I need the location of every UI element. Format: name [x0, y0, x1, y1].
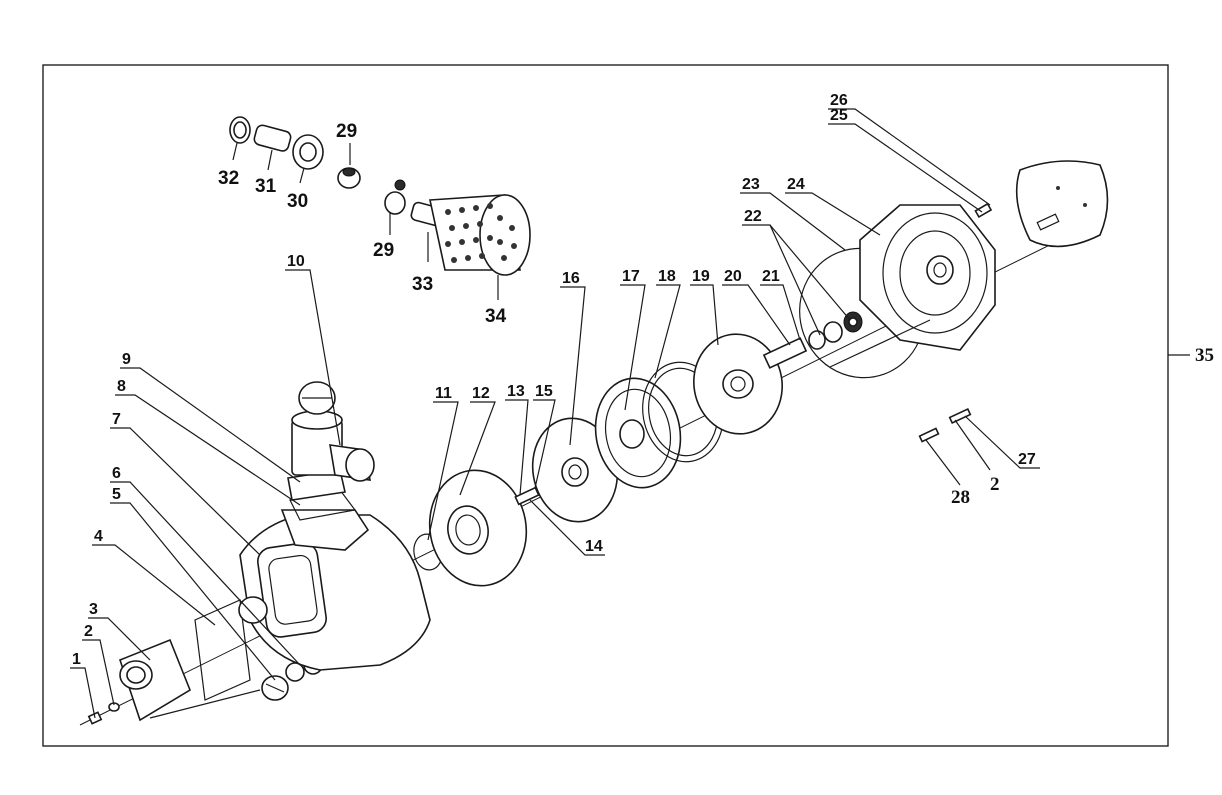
leader-22b: [769, 224, 851, 321]
label-4: 4: [94, 528, 103, 545]
shaft-sleeve-part-20: [762, 337, 808, 369]
mount-plate-part-35: [1015, 160, 1109, 248]
label-19: 19: [692, 268, 710, 285]
label-35: 35: [1195, 345, 1214, 366]
leader-16: [560, 286, 586, 446]
hose-nipple-part-31: [253, 124, 292, 152]
leader-27: [964, 415, 1040, 469]
leader-17: [620, 284, 646, 411]
leader-32: [232, 142, 238, 161]
drain-plug-part-5: [261, 675, 289, 701]
leader-18: [654, 284, 681, 379]
label-34: 34: [485, 306, 507, 327]
label-33: 33: [412, 274, 433, 295]
label-32: 32: [218, 168, 239, 189]
leader-14: [529, 499, 605, 556]
pump-housing-part-7: [238, 509, 431, 671]
gasket-part-4: [194, 599, 251, 701]
bolt-part-27: [948, 407, 972, 425]
label-6: 6: [112, 465, 121, 482]
label-2: 2: [84, 623, 93, 640]
label-8: 8: [117, 378, 126, 395]
label-16: 16: [562, 270, 580, 287]
back-plate-part-24: [859, 204, 996, 351]
hose-clamp-part-29a: [337, 167, 361, 189]
label-24: 24: [787, 176, 805, 193]
leader-12: [459, 401, 496, 496]
leader-19: [690, 284, 719, 346]
leader-3: [88, 617, 151, 661]
leader-26: [828, 108, 991, 206]
leader-31: [267, 149, 273, 171]
strainer-part-34: [429, 194, 531, 276]
leader-13: [505, 399, 529, 496]
leader-axis-right: [829, 319, 931, 368]
label-20: 20: [724, 268, 742, 285]
label-3: 3: [89, 601, 98, 618]
leader-21: [760, 284, 801, 341]
hose-clamp-part-29b: [384, 179, 406, 215]
label-29a: 29: [336, 121, 357, 142]
label-7: 7: [112, 411, 121, 428]
coupling-part-30: [292, 134, 324, 170]
leader-axis-left: [149, 689, 261, 719]
label-29b: 29: [373, 240, 394, 261]
label-5: 5: [112, 486, 121, 503]
label-9: 9: [122, 351, 131, 368]
leader-2: [82, 639, 115, 706]
leader-22a: [742, 224, 821, 336]
label-25: 25: [830, 107, 848, 124]
clamp-part-32: [229, 116, 251, 144]
label-30: 30: [287, 191, 308, 212]
impeller-part-17: [594, 377, 682, 489]
label-10: 10: [287, 253, 305, 270]
leader-10: [285, 269, 341, 446]
leader-30: [299, 167, 305, 184]
screw-part-14: [514, 486, 540, 506]
bolt-part-28: [918, 427, 940, 443]
label-13: 13: [507, 383, 525, 400]
label-11: 11: [435, 385, 452, 402]
label-12: 12: [472, 385, 490, 402]
outlet-elbow-part-10: [291, 381, 375, 482]
disc-part-19: [693, 333, 783, 435]
leader-23: [740, 192, 846, 251]
label-28: 28: [951, 487, 970, 508]
flange-cover-part-3: [119, 638, 191, 722]
leader-6: [110, 481, 301, 666]
leader-15: [533, 399, 556, 489]
leader-7: [110, 427, 261, 556]
leader-2b: [954, 419, 991, 471]
label-22: 22: [744, 208, 762, 225]
label-23: 23: [742, 176, 760, 193]
leader-25: [828, 123, 983, 213]
label-15: 15: [535, 383, 553, 400]
diagram-frame: [42, 64, 1169, 747]
label-1: 1: [72, 651, 81, 668]
leader-11: [427, 401, 459, 541]
label-21: 21: [762, 268, 780, 285]
leader-4: [92, 544, 216, 626]
leader-28: [925, 439, 961, 486]
label-18: 18: [658, 268, 676, 285]
volute-part-12: [428, 469, 528, 587]
label-26: 26: [830, 92, 848, 109]
leader-1: [70, 667, 96, 719]
leader-20: [722, 284, 791, 346]
label-27: 27: [1018, 451, 1036, 468]
leader-9: [120, 367, 301, 483]
label-2b: 2: [990, 474, 1000, 495]
label-17: 17: [622, 268, 640, 285]
label-14: 14: [585, 538, 603, 555]
leader-5: [110, 502, 276, 681]
leader-8: [115, 394, 301, 506]
bolt-part-25: [974, 202, 993, 219]
seal-part-22: [808, 311, 863, 350]
leader-24: [785, 192, 881, 236]
label-31: 31: [255, 176, 277, 197]
